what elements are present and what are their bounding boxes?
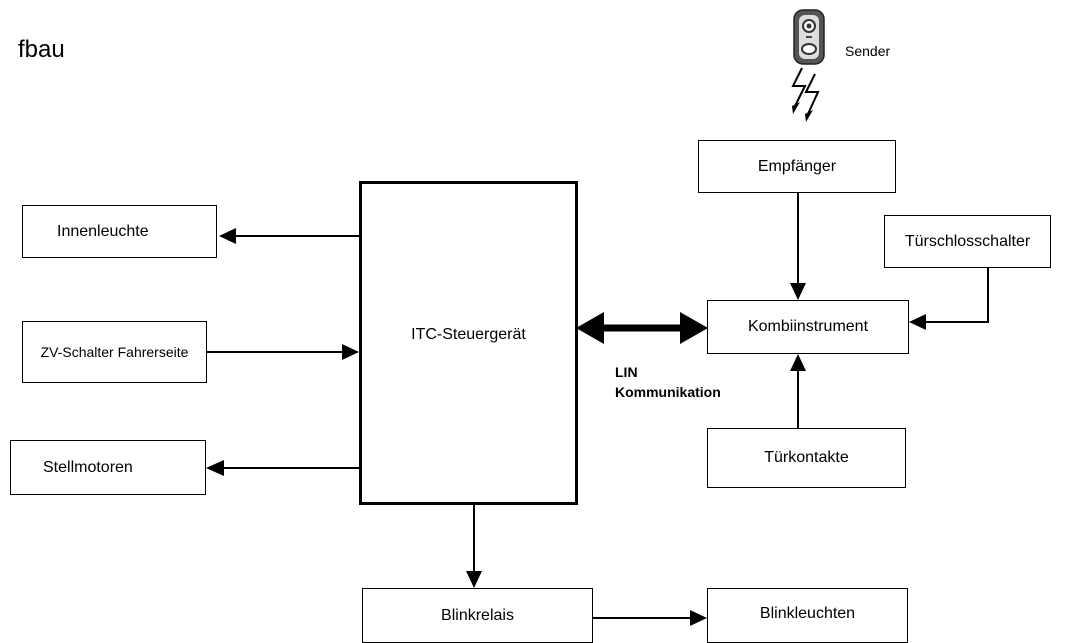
arrowhead-door-lock-switch [909,314,926,330]
arrowhead-flasher-relay [466,571,482,588]
flasher-relay-label: Blinkrelais [441,606,514,624]
flasher-relay-block: Blinkrelais [362,588,593,643]
cl-switch-driver-block: ZV-Schalter Fahrerseite [22,321,207,383]
actuators-block: Stellmotoren [10,440,206,495]
interior-light-label: Innenleuchte [57,222,149,240]
lin-arrowhead-right [680,312,708,344]
door-lock-switch-block: Türschlosschalter [884,215,1051,268]
line-door-lock-switch-to-cluster [926,268,989,323]
lin-arrowhead-left [576,312,604,344]
arrowhead-actuators [206,460,224,476]
sender-label: Sender [845,43,891,59]
interior-light-block: Innenleuchte [22,205,217,258]
receiver-label: Empfänger [757,157,837,175]
turn-signals-block: Blinkleuchten [707,588,908,643]
actuators-label: Stellmotoren [43,458,133,476]
arrowhead-door-contacts [790,354,806,371]
door-lock-switch-label: Türschlosschalter [904,232,1031,250]
itc-controller-block: ITC-Steuergerät [359,181,578,505]
title-fragment: fbau [18,36,65,63]
door-contacts-block: Türkontakte [707,428,906,488]
turn-signals-label: Blinkleuchten [759,605,856,622]
receiver-block: Empfänger [698,140,896,193]
arrowhead-receiver-to-cluster [790,283,806,300]
remote-key-icon [793,9,825,65]
lin-label: LIN [615,364,638,380]
instrument-cluster-block: Kombiinstrument [707,300,909,354]
cl-switch-driver-label: ZV-Schalter Fahrerseite [40,344,189,360]
arrowhead-turn-signals [690,610,707,626]
itc-controller-label: ITC-Steuergerät [411,326,526,343]
instrument-cluster-label: Kombiinstrument [747,318,869,335]
arrowhead-interior-light [219,228,236,244]
arrowhead-controller-input [342,344,359,360]
radio-signal-icon [791,67,820,122]
door-contacts-label: Türkontakte [764,449,849,466]
lin-communication-label: Kommunikation [615,384,721,400]
